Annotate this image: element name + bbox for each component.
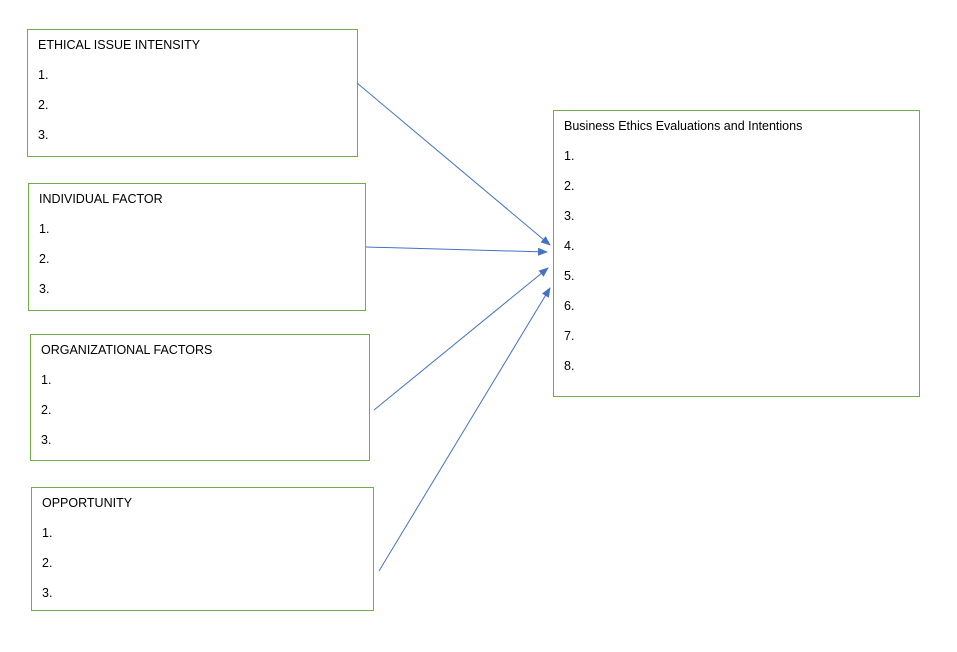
arrow-organizational-to-evaluations [373,267,549,411]
ethical-item-3: 3. [38,128,49,142]
individual-item-3: 3. [39,282,50,296]
arrow-opportunity-to-evaluations [378,287,551,572]
evaluations-item-3: 3. [564,209,575,223]
opportunity-title: OPPORTUNITY [42,496,133,510]
ethical-item-2: 2. [38,98,49,112]
evaluations-item-6: 6. [564,299,575,313]
individual-factor-box: INDIVIDUAL FACTOR 1. 2. 3. [28,183,366,311]
arrow-individual-to-evaluations [365,246,548,256]
individual-item-1: 1. [39,222,50,236]
ethical-issue-intensity-title: ETHICAL ISSUE INTENSITY [38,38,201,52]
evaluations-item-8: 8. [564,359,575,373]
evaluations-item-7: 7. [564,329,575,343]
opportunity-item-3: 3. [42,586,53,600]
organizational-factors-title: ORGANIZATIONAL FACTORS [41,343,213,357]
business-ethics-evaluations-box: Business Ethics Evaluations and Intentio… [553,110,920,397]
organizational-item-3: 3. [41,433,52,447]
arrow-ethical-to-evaluations [356,82,551,246]
evaluations-item-5: 5. [564,269,575,283]
evaluations-item-4: 4. [564,239,575,253]
organizational-factors-box: ORGANIZATIONAL FACTORS 1. 2. 3. [30,334,370,461]
business-ethics-evaluations-title: Business Ethics Evaluations and Intentio… [564,119,803,133]
individual-item-2: 2. [39,252,50,266]
opportunity-item-2: 2. [42,556,53,570]
ethical-issue-intensity-box: ETHICAL ISSUE INTENSITY 1. 2. 3. [27,29,358,157]
ethical-item-1: 1. [38,68,49,82]
evaluations-item-1: 1. [564,149,575,163]
organizational-item-2: 2. [41,403,52,417]
evaluations-item-2: 2. [564,179,575,193]
opportunity-item-1: 1. [42,526,53,540]
individual-factor-title: INDIVIDUAL FACTOR [39,192,163,206]
organizational-item-1: 1. [41,373,52,387]
opportunity-box: OPPORTUNITY 1. 2. 3. [31,487,374,611]
